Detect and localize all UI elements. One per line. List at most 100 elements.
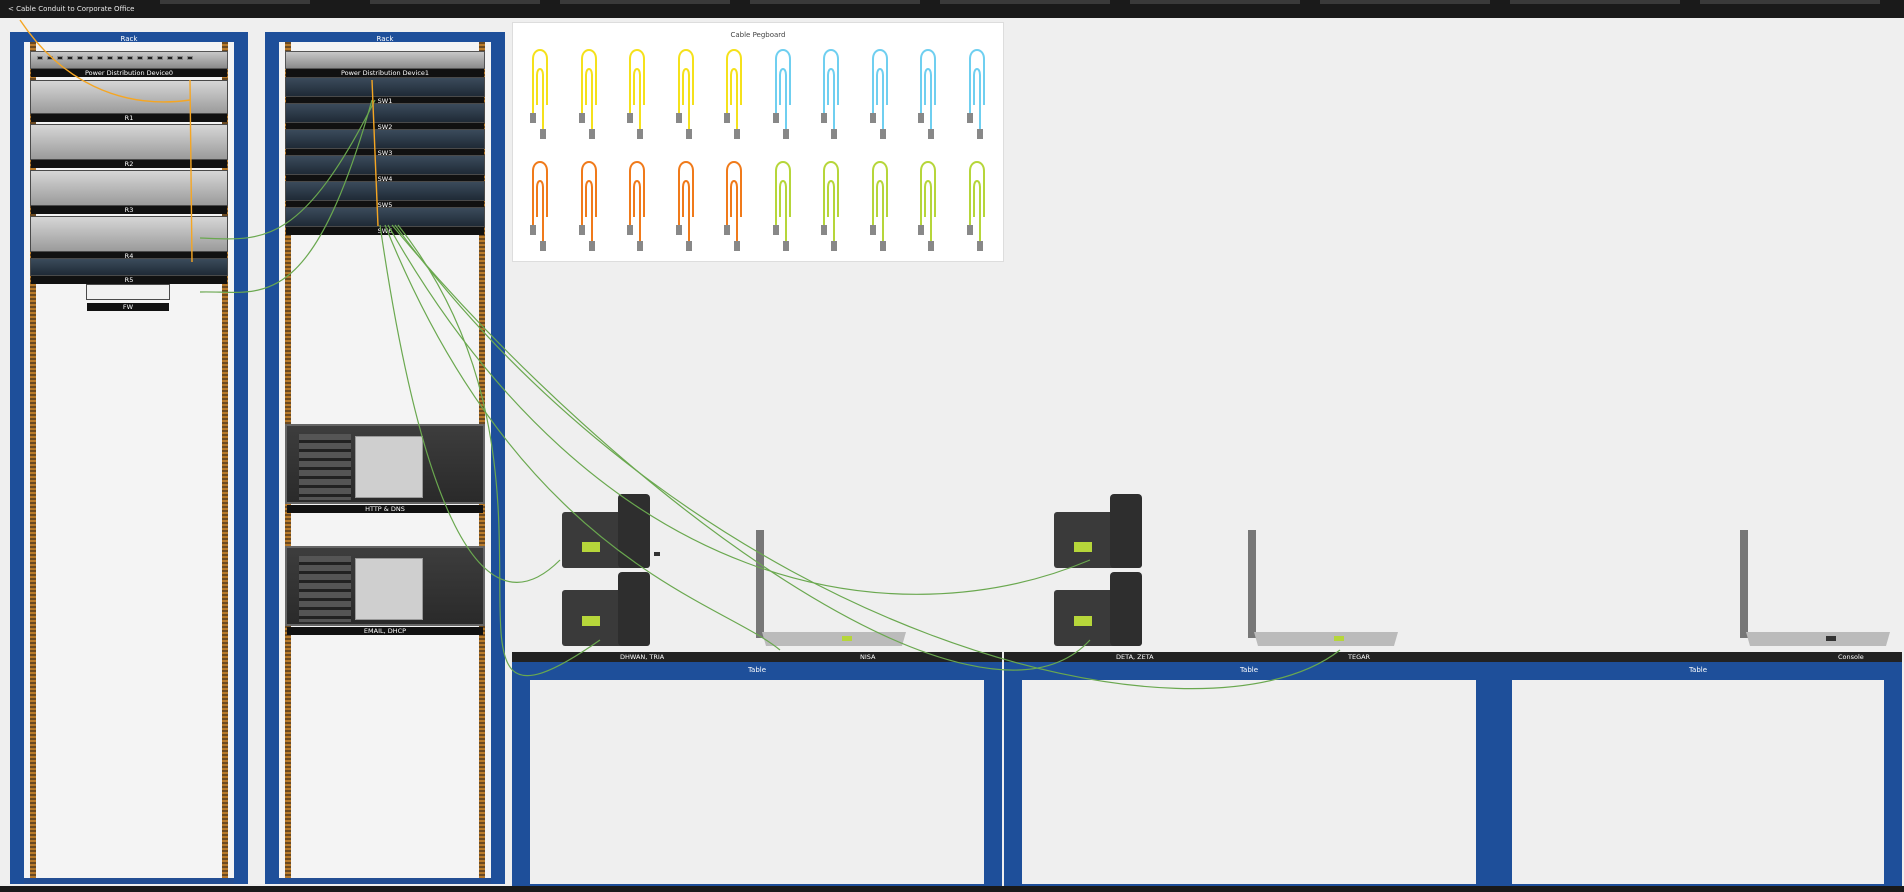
- patch-cable-icon[interactable]: [622, 157, 652, 251]
- device-label-deta-zeta: DETA, ZETA: [1116, 653, 1154, 661]
- table-apron: Table: [1004, 662, 1494, 678]
- toolbar-segment: [1320, 0, 1490, 4]
- laptop-icon[interactable]: [756, 530, 906, 650]
- patch-cable-icon[interactable]: [768, 45, 798, 139]
- patch-cable-icon[interactable]: [574, 45, 604, 139]
- outlet-port: [97, 56, 103, 60]
- patch-cable-icon[interactable]: [622, 45, 652, 139]
- back-to-conduit-link[interactable]: < Cable Conduit to Corporate Office: [8, 5, 135, 13]
- pdu-label: Power Distribution Device1: [286, 69, 484, 77]
- device-label: SW4: [286, 175, 484, 183]
- outlet-port: [177, 56, 183, 60]
- device-label-nisa: NISA: [860, 653, 876, 661]
- router-r2[interactable]: R2: [30, 124, 228, 168]
- switch-sw5[interactable]: SW5: [285, 181, 485, 209]
- device-label: SW2: [286, 123, 484, 131]
- table-label: Table: [1688, 666, 1708, 674]
- server-http-dns[interactable]: HTTP & DNS: [285, 424, 485, 513]
- switch-sw3[interactable]: SW3: [285, 129, 485, 157]
- patch-cable-icon[interactable]: [574, 157, 604, 251]
- laptop-icon[interactable]: [1248, 530, 1398, 650]
- device-label: FW: [87, 303, 169, 311]
- rack-rail: [30, 42, 36, 878]
- rack-foot: [24, 878, 234, 884]
- ip-phone-icon[interactable]: [562, 494, 660, 568]
- outlet-port: [167, 56, 173, 60]
- rack-right[interactable]: Rack Power Distribution Device1 SW1 SW2 …: [265, 32, 505, 884]
- cable-pegboard: Cable Pegboard: [512, 22, 1004, 262]
- patch-cable-icon[interactable]: [913, 45, 943, 139]
- outlet-port: [107, 56, 113, 60]
- device-label: SW6: [286, 227, 484, 235]
- router-r5[interactable]: R5: [30, 258, 228, 284]
- toolbar-segment: [160, 0, 310, 4]
- patch-cable-icon[interactable]: [865, 45, 895, 139]
- outlet-port: [57, 56, 63, 60]
- table-leg: [986, 678, 1002, 886]
- patch-cable-icon[interactable]: [865, 157, 895, 251]
- outlet-port: [127, 56, 133, 60]
- pdu-outlets: [37, 56, 196, 60]
- patch-cable-icon[interactable]: [525, 45, 555, 139]
- patch-cable-icon[interactable]: [671, 157, 701, 251]
- drive-bay: [299, 556, 351, 622]
- outlet-port: [37, 56, 43, 60]
- device-label-dhwan-tria: DHWAN, TRIA: [620, 653, 665, 661]
- table-top: DHWAN, TRIA NISA: [512, 652, 1002, 662]
- device-label: R4: [31, 252, 227, 260]
- switch-sw2[interactable]: SW2: [285, 103, 485, 131]
- patch-cable-icon[interactable]: [719, 157, 749, 251]
- router-r1[interactable]: R1: [30, 80, 228, 122]
- patch-cable-icon[interactable]: [719, 45, 749, 139]
- device-label-console: Console: [1838, 653, 1864, 661]
- toolbar-segment: [1700, 0, 1880, 4]
- switch-sw1[interactable]: SW1: [285, 77, 485, 105]
- table-top: DETA, ZETA TEGAR: [1004, 652, 1494, 662]
- top-toolbar: < Cable Conduit to Corporate Office: [0, 0, 1904, 18]
- table-top: Console: [1494, 652, 1902, 662]
- table-3[interactable]: Console Table: [1494, 652, 1902, 886]
- switch-sw6[interactable]: SW6: [285, 207, 485, 235]
- patch-cable-icon[interactable]: [816, 45, 846, 139]
- table-2[interactable]: DETA, ZETA TEGAR Table: [1004, 652, 1494, 886]
- outlet-port: [67, 56, 73, 60]
- router-r4[interactable]: R4: [30, 216, 228, 260]
- rack-rail: [222, 42, 228, 878]
- server-email-dhcp[interactable]: EMAIL, DHCP: [285, 546, 485, 635]
- device-label: R1: [31, 114, 227, 122]
- table-leg: [1494, 678, 1510, 886]
- patch-cable-icon[interactable]: [525, 157, 555, 251]
- pdu-label: Power Distribution Device0: [31, 69, 227, 77]
- table-interior: [1510, 678, 1886, 886]
- toolbar-segment: [560, 0, 730, 4]
- bottom-bar: [0, 886, 1904, 892]
- outlet-port: [117, 56, 123, 60]
- rack-left[interactable]: Rack Power Distribution Device0 R1 R2 R3…: [10, 32, 248, 884]
- router-r3[interactable]: R3: [30, 170, 228, 214]
- patch-cable-icon[interactable]: [816, 157, 846, 251]
- outlet-port: [47, 56, 53, 60]
- ip-phone-icon[interactable]: [562, 572, 660, 646]
- rack-foot: [279, 878, 491, 884]
- outlet-port: [87, 56, 93, 60]
- patch-cable-icon[interactable]: [962, 45, 992, 139]
- table-1[interactable]: DHWAN, TRIA NISA Table: [512, 652, 1002, 886]
- patch-cable-icon[interactable]: [913, 157, 943, 251]
- firewall-fw[interactable]: FW: [86, 284, 170, 311]
- patch-cable-icon[interactable]: [768, 157, 798, 251]
- server-panel: [355, 436, 423, 498]
- ip-phone-icon[interactable]: [1054, 494, 1152, 568]
- pdu-1[interactable]: Power Distribution Device1: [285, 51, 485, 77]
- device-label: SW1: [286, 97, 484, 105]
- outlet-port: [147, 56, 153, 60]
- table-leg: [1004, 678, 1020, 886]
- pdu-0[interactable]: Power Distribution Device0: [30, 51, 228, 77]
- device-label: R2: [31, 160, 227, 168]
- patch-cable-icon[interactable]: [671, 45, 701, 139]
- patch-cable-icon[interactable]: [962, 157, 992, 251]
- ip-phone-icon[interactable]: [1054, 572, 1152, 646]
- switch-sw4[interactable]: SW4: [285, 155, 485, 183]
- laptop-icon[interactable]: [1740, 530, 1890, 650]
- device-label: SW5: [286, 201, 484, 209]
- rack-title: Rack: [376, 35, 394, 43]
